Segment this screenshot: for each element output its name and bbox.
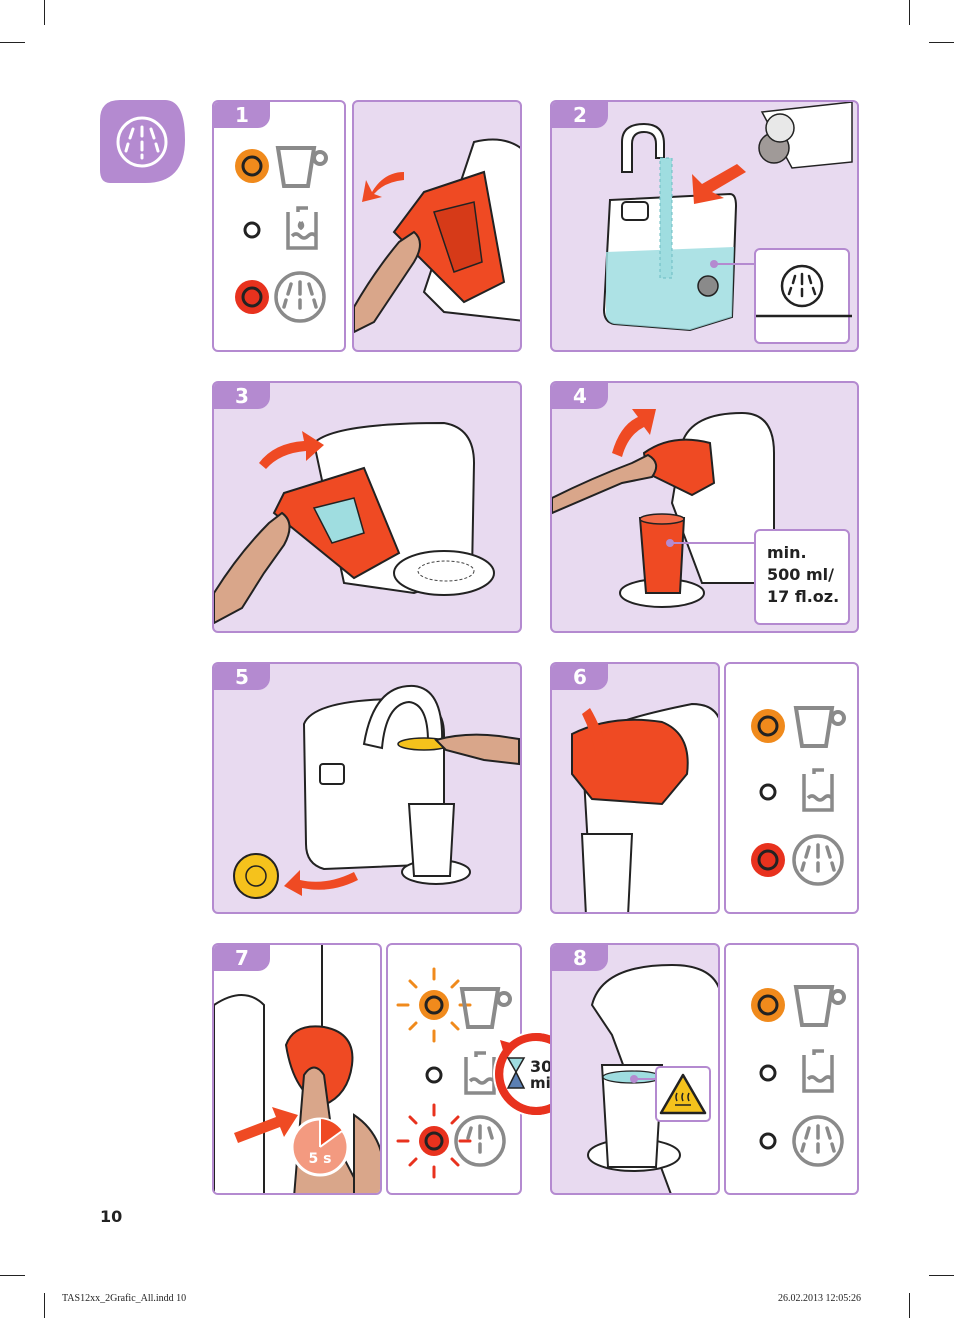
arrow-press-icon xyxy=(234,1107,298,1143)
water-tank-icon xyxy=(802,768,834,812)
cup-icon xyxy=(459,987,512,1029)
step-5-panel: 5 xyxy=(212,662,522,914)
faucet-icon xyxy=(621,122,665,173)
hold-time-label: 5 s xyxy=(309,1151,332,1167)
steam-clean-icon xyxy=(792,834,844,886)
page-number: 10 xyxy=(100,1207,123,1226)
step-2-number: 2 xyxy=(552,102,608,128)
led-cup-lit xyxy=(751,988,785,1022)
step-6-leds xyxy=(724,662,859,914)
water-tank-icon xyxy=(286,206,318,250)
step-6-number: 6 xyxy=(552,664,608,690)
steam-clean-icon xyxy=(454,1115,506,1167)
water-tank-icon xyxy=(802,1049,834,1093)
glass-filled xyxy=(600,1064,664,1168)
steam-clean-icon xyxy=(274,271,326,323)
step-6-illustration: 6 xyxy=(550,662,720,914)
min-volume-callout: min. 500 ml/ 17 fl.oz. xyxy=(754,529,850,625)
step-7-illustration: 7 5 s xyxy=(212,943,382,1195)
steam-clean-icon xyxy=(116,116,168,168)
cup-icon xyxy=(793,706,846,748)
step-1-panel: 1 xyxy=(212,100,346,352)
arrow-insert-icon xyxy=(259,431,324,469)
footer-filename: TAS12xx_2Grafic_All.indd 10 xyxy=(62,1293,187,1304)
led-clean-red xyxy=(235,280,269,314)
step-8-number: 8 xyxy=(552,945,608,971)
led-water-off xyxy=(243,221,261,239)
step-3-number: 3 xyxy=(214,383,270,409)
min-label: min. xyxy=(767,543,807,562)
arrow-pull-icon xyxy=(362,172,404,202)
volume-oz: 17 fl.oz. xyxy=(767,587,840,606)
step-7-leds xyxy=(386,943,522,1195)
tank-clean-callout xyxy=(754,248,852,344)
steam-clean-icon xyxy=(780,264,824,308)
cup-icon xyxy=(793,985,846,1027)
led-cup-lit xyxy=(235,149,269,183)
steam-clean-icon xyxy=(792,1115,844,1167)
led-water-off xyxy=(425,1066,443,1084)
step-8-leds xyxy=(724,943,859,1195)
arrow-remove-icon xyxy=(284,870,358,896)
led-cup-blinking xyxy=(396,967,472,1043)
step-1-number: 1 xyxy=(214,102,270,128)
hold-timer-icon xyxy=(290,1117,350,1177)
led-water-off xyxy=(759,783,777,801)
insert-arrow-icon xyxy=(692,164,746,204)
arrow-close-icon xyxy=(582,708,618,776)
led-clean-blinking xyxy=(396,1103,472,1179)
step-4-panel: 4 min. 500 ml/ 17 fl.oz. xyxy=(550,381,859,633)
led-water-off xyxy=(759,1064,777,1082)
step-8-illustration: 8 xyxy=(550,943,720,1195)
hot-surface-warning-icon xyxy=(655,1066,711,1122)
step-7-number: 7 xyxy=(214,945,270,971)
footer-date: 26.02.2013 12:05:26 xyxy=(778,1293,862,1304)
led-clean-red xyxy=(751,843,785,877)
step-4-number: 4 xyxy=(552,383,608,409)
glass-empty xyxy=(580,833,634,912)
led-cup-lit xyxy=(751,709,785,743)
glass-empty xyxy=(407,803,456,877)
volume-ml: 500 ml/ xyxy=(767,565,834,584)
step-3-panel: 3 xyxy=(212,381,522,633)
step-1-illustration xyxy=(352,100,522,352)
led-clean-off xyxy=(759,1132,777,1150)
arrow-up-icon xyxy=(612,409,656,457)
timer-value: 30 xyxy=(530,1057,552,1076)
step-2-panel: 2 xyxy=(550,100,859,352)
cup-icon xyxy=(275,146,328,188)
step-5-number: 5 xyxy=(214,664,270,690)
hourglass-icon xyxy=(506,1057,526,1089)
t-disc-icon xyxy=(233,853,279,899)
